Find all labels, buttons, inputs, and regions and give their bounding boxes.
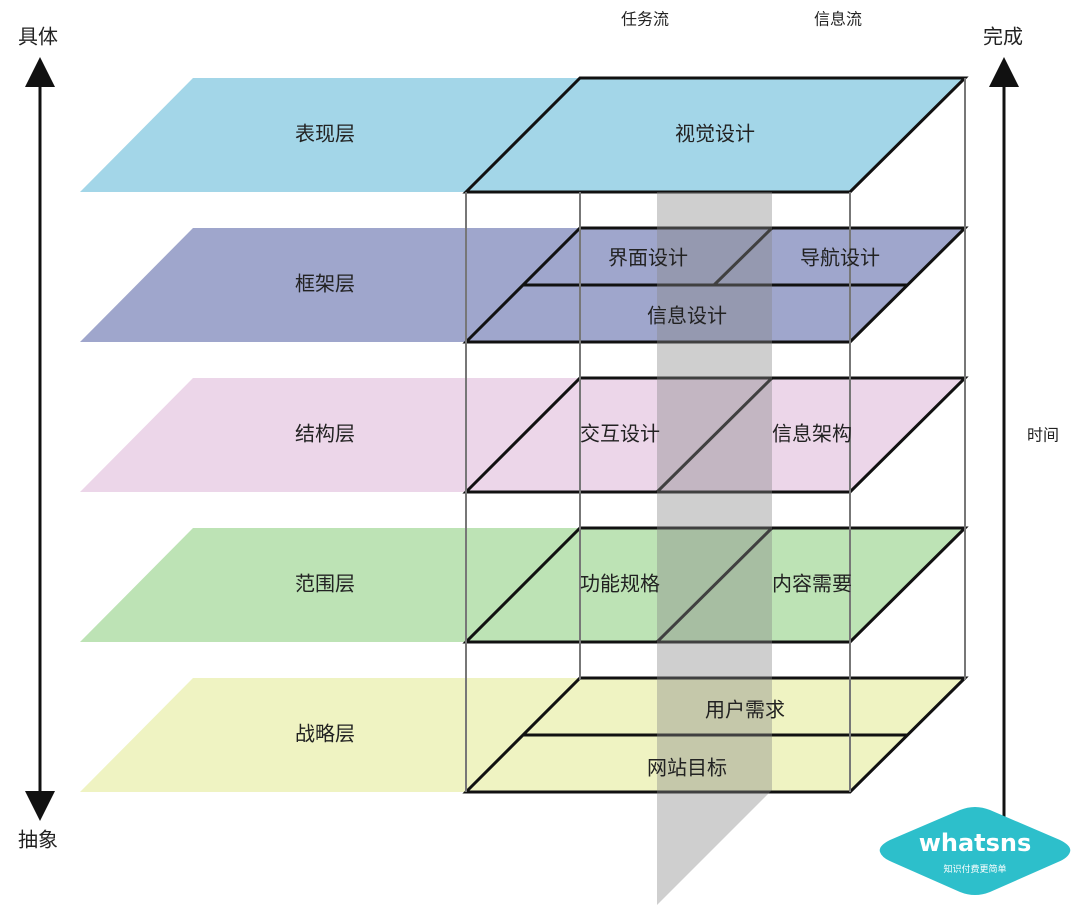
- layer-plane-left: [80, 78, 580, 192]
- layer-cell-label: 网站目标: [647, 756, 727, 780]
- layer-divider: [655, 376, 774, 494]
- axis-label-time: 时间: [1027, 426, 1059, 445]
- layer-0: [80, 76, 969, 194]
- logo-text: whatsns: [919, 829, 1032, 857]
- flow-band: [657, 192, 772, 905]
- layer-cell-label: 导航设计: [800, 246, 880, 270]
- info-flow-label: 信息流: [814, 10, 862, 29]
- layer-plane-left: [80, 528, 580, 642]
- layer-name: 表现层: [295, 122, 355, 146]
- axis-label-abstract: 抽象: [18, 828, 58, 852]
- layer-name: 框架层: [295, 272, 355, 296]
- layer-divider: [712, 226, 774, 287]
- whatsns-logo: whatsns 知识付费更简单: [879, 807, 1071, 895]
- layer-plane-left: [80, 378, 580, 492]
- layer-cell-label: 信息设计: [647, 304, 727, 328]
- layer-name: 战略层: [295, 722, 355, 746]
- layer-divider: [655, 526, 774, 644]
- layer-cell-label: 界面设计: [608, 246, 688, 270]
- layer-plane-left: [80, 678, 580, 792]
- task-flow-label: 任务流: [621, 10, 669, 29]
- layer-cell-label: 信息架构: [772, 422, 852, 446]
- axis-label-concrete: 具体: [18, 25, 58, 49]
- layer-cell-label: 视觉设计: [675, 122, 755, 146]
- logo-slogan: 知识付费更简单: [943, 863, 1006, 875]
- layer-plane-left: [80, 228, 580, 342]
- layer-cell-label: 交互设计: [580, 422, 660, 446]
- axis-label-complete: 完成: [983, 25, 1023, 49]
- layer-cell-label: 功能规格: [580, 572, 660, 596]
- layer-cell-label: 内容需要: [772, 572, 852, 596]
- layer-name: 范围层: [295, 572, 355, 596]
- layer-4: [80, 676, 969, 794]
- layer-cell-label: 用户需求: [705, 698, 785, 722]
- layer-name: 结构层: [295, 422, 355, 446]
